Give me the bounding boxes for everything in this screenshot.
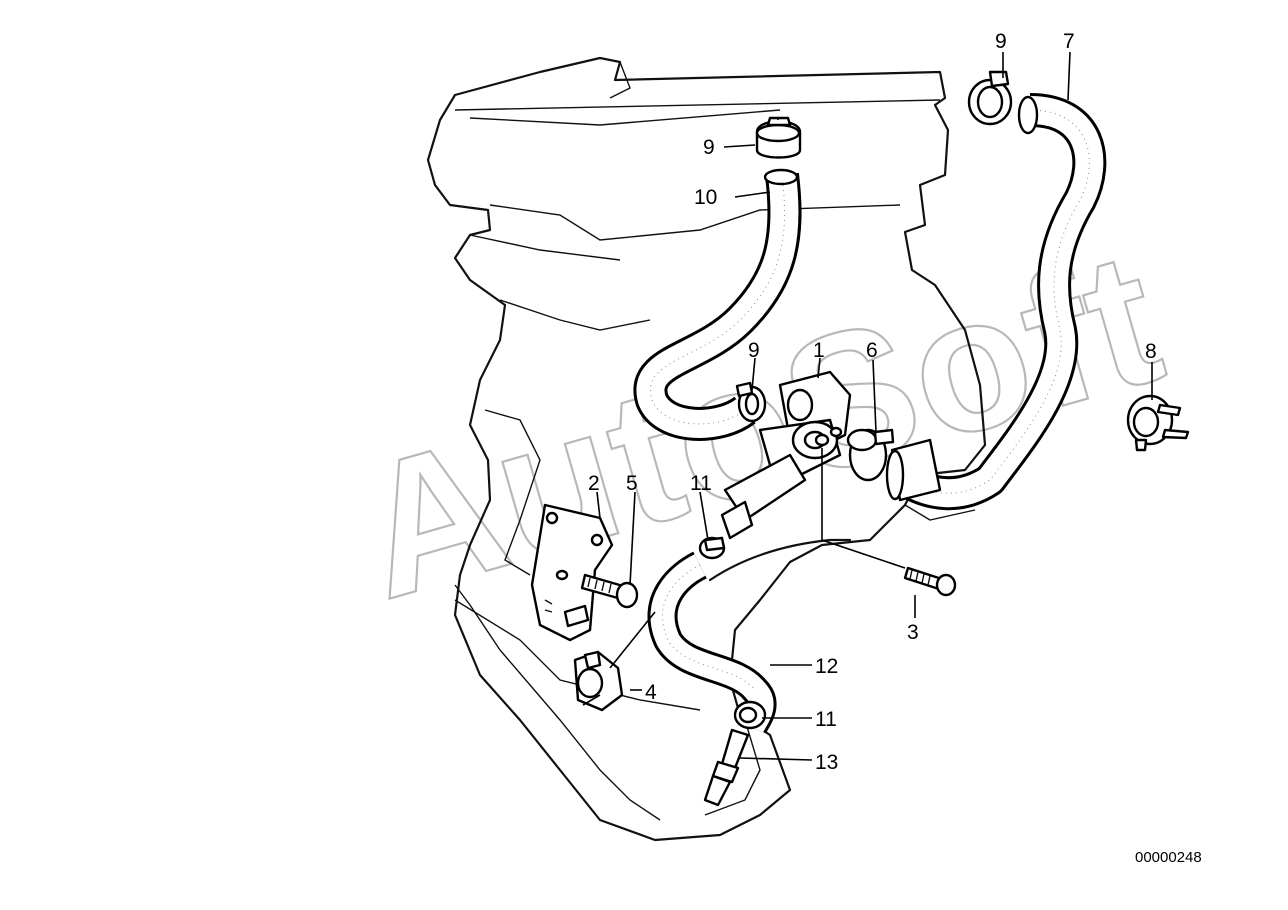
hose-10 — [633, 168, 802, 441]
clamp-8 — [1126, 394, 1190, 452]
hose-12 — [647, 538, 852, 735]
leader-lines — [582, 51, 1153, 761]
clamp-11-lower — [733, 700, 767, 730]
diagram-code: 00000248 — [1135, 849, 1202, 866]
callout-11-lower: 11 — [815, 708, 837, 731]
callout-12: 12 — [815, 655, 838, 678]
bolt-5 — [580, 573, 639, 609]
clamp-11-upper — [698, 536, 726, 560]
callout-5: 5 — [626, 472, 638, 495]
callout-9-top: 9 — [703, 136, 715, 159]
callout-9-middle: 9 — [748, 339, 760, 362]
callout-10: 10 — [694, 186, 717, 209]
callout-8: 8 — [1145, 340, 1157, 363]
callout-2: 2 — [588, 472, 600, 495]
callout-13: 13 — [815, 751, 838, 774]
bracket-2 — [530, 503, 614, 642]
clamp-6 — [846, 428, 895, 482]
callout-6: 6 — [866, 339, 878, 362]
callout-9-upper-right: 9 — [995, 30, 1007, 53]
callout-7: 7 — [1063, 30, 1075, 53]
callout-4: 4 — [645, 681, 657, 704]
bolt-3 — [903, 566, 957, 597]
callout-11-upper: 11 — [690, 472, 712, 495]
engine-block-outline — [426, 56, 987, 842]
clamp-9-upper-right — [967, 70, 1013, 126]
callout-3: 3 — [907, 621, 919, 644]
clamp-9-top — [755, 116, 802, 159]
hose-7 — [885, 93, 1107, 511]
callout-1: 1 — [813, 339, 825, 362]
sensor-13 — [703, 728, 750, 807]
callout-labels: 1 2 3 4 5 6 7 8 9 9 9 10 11 11 12 13 — [588, 30, 1157, 774]
part-1-housing — [720, 370, 852, 540]
